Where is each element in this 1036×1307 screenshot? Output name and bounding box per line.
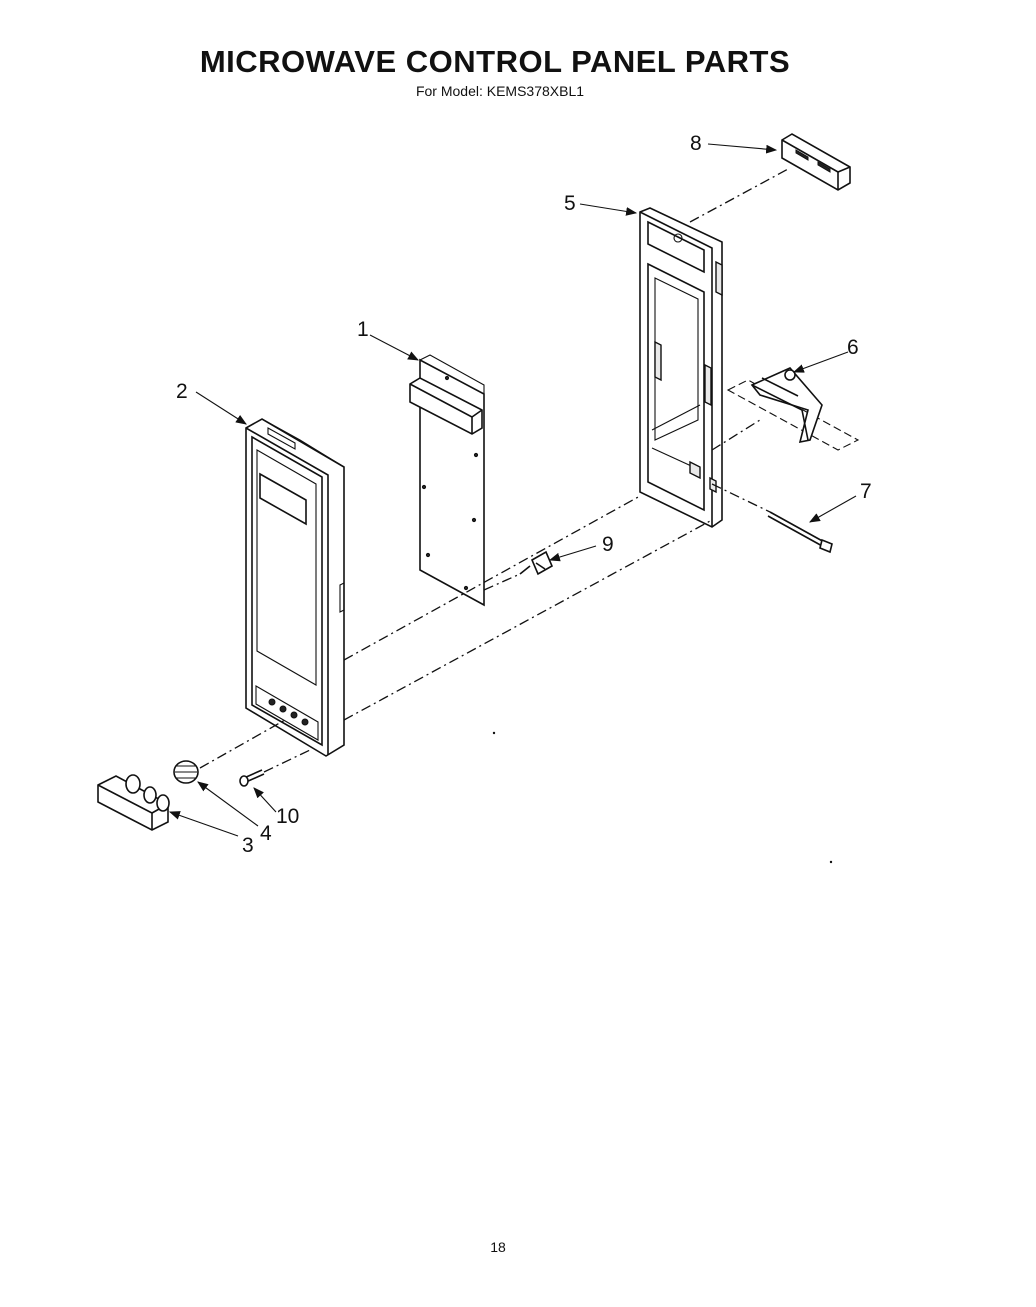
spring	[173, 760, 199, 784]
circuit-board	[409, 354, 485, 607]
callout-10: 10	[276, 805, 299, 828]
callout-9: 9	[602, 533, 614, 556]
screw-10	[239, 769, 265, 787]
callout-8: 8	[690, 132, 702, 155]
print-dot	[492, 731, 496, 735]
callout-6: 6	[847, 336, 859, 359]
control-panel-front	[245, 418, 345, 757]
callout-4: 4	[260, 822, 272, 845]
leader-arrows	[168, 143, 857, 837]
mounting-frame	[639, 207, 723, 528]
page-number: 18	[490, 1239, 506, 1255]
print-dot	[829, 860, 833, 864]
assembly-lines	[199, 167, 791, 773]
callout-7: 7	[860, 480, 872, 503]
callout-1: 1	[357, 318, 369, 341]
bracket	[781, 133, 851, 191]
rod-screw	[767, 511, 833, 554]
callout-3: 3	[242, 834, 254, 857]
callout-2: 2	[176, 380, 188, 403]
push-button	[97, 774, 170, 831]
callout-labels: 1 2 3 4 5 6 7 8 9 10	[176, 132, 872, 857]
hinge-bracket	[726, 367, 860, 451]
screw-9	[519, 550, 554, 576]
page-title: MICROWAVE CONTROL PANEL PARTS	[199, 44, 791, 79]
model-subtitle: For Model: KEMS378XBL1	[415, 83, 585, 99]
callout-5: 5	[564, 192, 576, 215]
